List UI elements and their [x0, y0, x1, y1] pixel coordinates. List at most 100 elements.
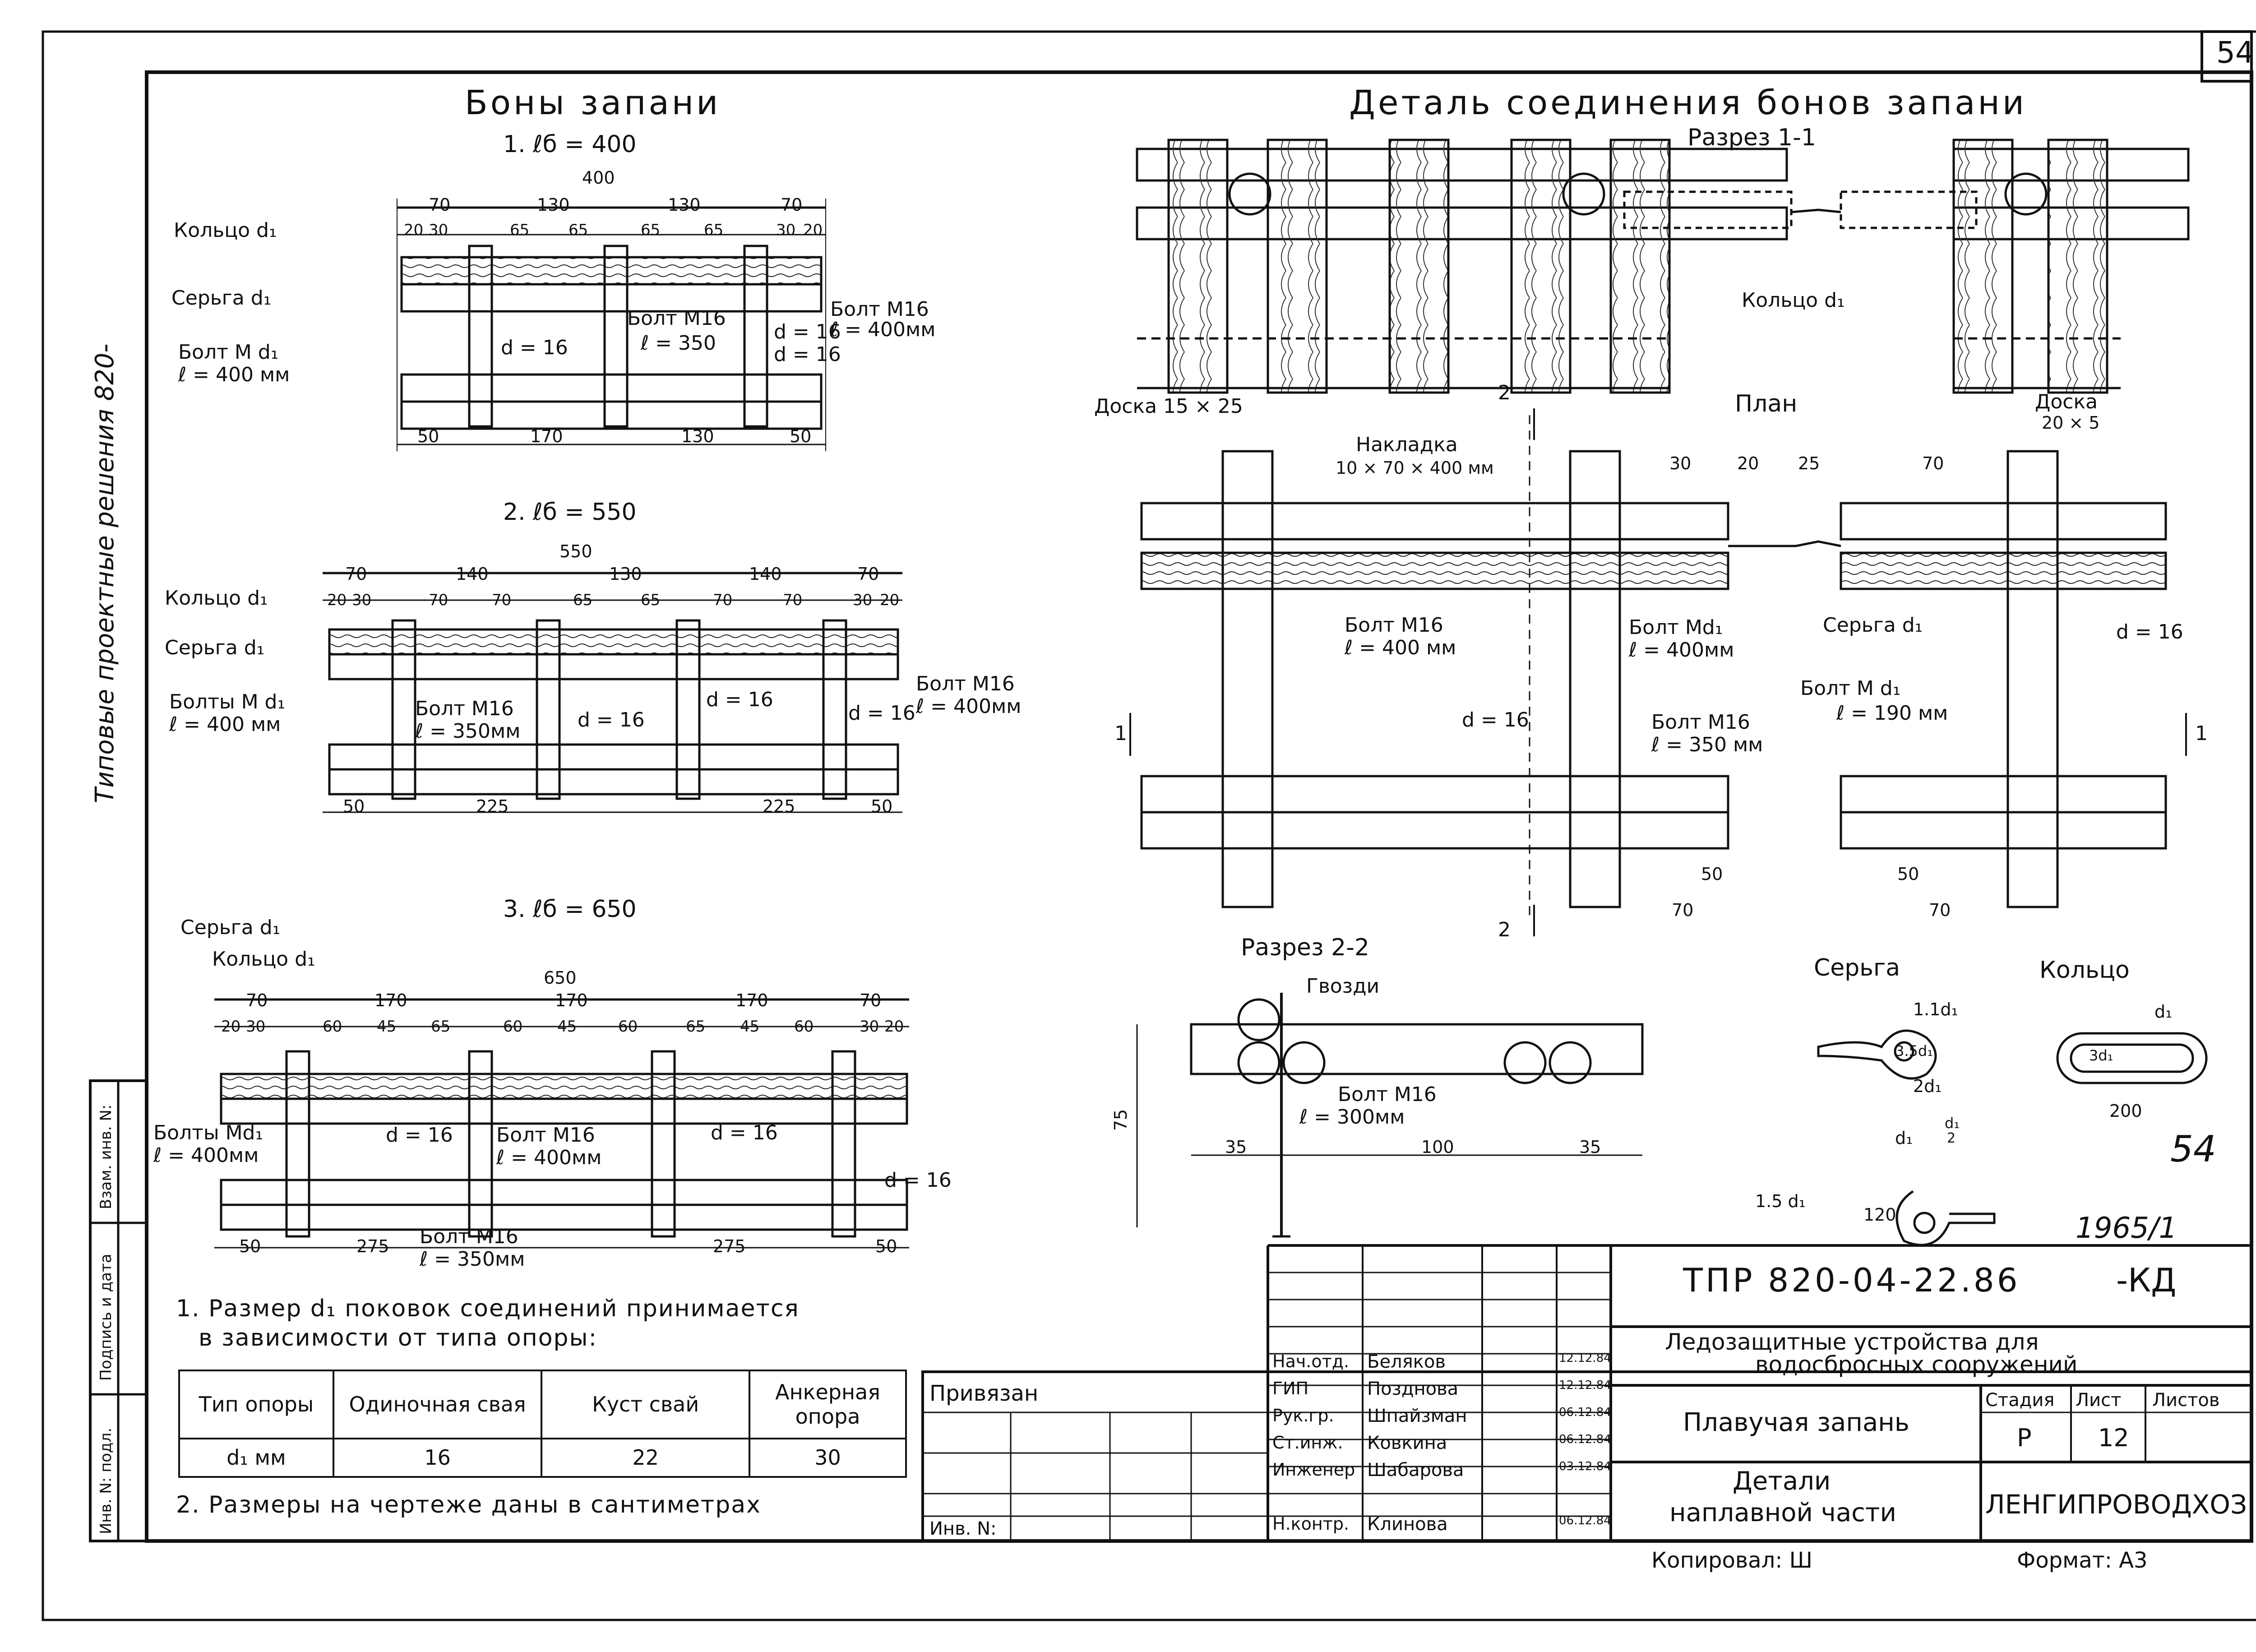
section11-board2-size: 20 × 5 — [2042, 413, 2100, 433]
project-line-1: Ледозащитные устройства для — [1665, 1329, 2039, 1355]
plan-dim-top: 30 — [1669, 453, 1692, 473]
table-cell: d₁ мм — [178, 1437, 334, 1478]
boom2-d16b: d = 16 — [706, 688, 773, 711]
boom1-bolt-m16-right-length: ℓ = 400мм — [830, 318, 936, 341]
stage-label: Стадия — [1985, 1390, 2055, 1411]
boom1-bottom-dim: 130 — [681, 426, 714, 446]
boom1-drawing — [397, 199, 826, 451]
doc-code: ТПР 820-04-22.86 — [1683, 1261, 2020, 1299]
plan-cut-mark-bottom: 2 — [1498, 918, 1511, 941]
boom3-bolts-label: Болты Мd₁ — [153, 1121, 264, 1144]
boom3-subdim: 60 — [618, 1018, 638, 1036]
bound-label: Привязан — [929, 1381, 1039, 1406]
signer-date: 03.12.84 — [1559, 1460, 1611, 1473]
ring-drawing — [2056, 1032, 2208, 1084]
sheet-number-handwritten: 54 — [2170, 1128, 2216, 1170]
table-cell: 30 — [749, 1437, 907, 1478]
boom3-subdim: 60 — [794, 1018, 814, 1036]
plan-caption: План — [1735, 390, 1798, 417]
boom1-caption: 1. ℓб = 400 — [503, 131, 637, 158]
section11-board1-label: Доска 15 × 25 — [1094, 395, 1243, 418]
stamp-original-inv: Инв. N: подл. — [97, 1427, 115, 1534]
boom3-dim: 70 — [246, 990, 268, 1010]
signer-role: Ст.инж. — [1272, 1433, 1343, 1453]
sheet-number: 54 — [2216, 35, 2254, 70]
table-header: Тип опоры — [178, 1370, 334, 1439]
plan-dim-top: 25 — [1798, 453, 1820, 473]
boom3-bottom-dim: 275 — [356, 1236, 389, 1256]
boom2-bottom-dim: 225 — [763, 796, 795, 816]
boom2-subdim: 30 — [352, 591, 372, 609]
boom3-subdim: 30 — [246, 1018, 266, 1036]
plan-dim-bottom: 70 — [1672, 900, 1694, 920]
boom1-bottom-dim: 50 — [417, 426, 439, 446]
boom2-bottom-dim: 50 — [343, 796, 365, 816]
table-cell: 22 — [541, 1437, 751, 1478]
boom2-subdim: 65 — [641, 591, 661, 609]
boom3-subdim: 60 — [323, 1018, 342, 1036]
signer-date: 06.12.84 — [1559, 1406, 1611, 1419]
earring-dim: 1.1d₁ — [1913, 1000, 1958, 1019]
boom1-dim: 130 — [537, 195, 570, 215]
ring-dim: 3d₁ — [2089, 1047, 2113, 1064]
boom1-earring-label: Серьга d₁ — [171, 287, 272, 310]
support-type-table: Тип опоры Одиночная свая Куст свай Анкер… — [178, 1370, 907, 1478]
boom2-bolt-m16-right: Болт М16 — [916, 672, 1015, 695]
boom2-total: 550 — [559, 541, 592, 561]
boom3-subdim: 45 — [557, 1018, 577, 1036]
plan-bolt-md1-length: ℓ = 400мм — [1629, 639, 1734, 662]
boom1-d16: d = 16 — [501, 336, 568, 359]
boom1-d16b: d = 16 — [774, 320, 841, 343]
format-label: Формат: А3 — [2017, 1548, 2148, 1573]
signer-date: 06.12.84 — [1559, 1514, 1611, 1527]
table-header: Куст свай — [541, 1370, 751, 1439]
sheets-label: Листов — [2152, 1390, 2220, 1411]
plan-bolt-md: Болт М d₁ — [1800, 677, 1901, 700]
plan-overlay-size: 10 × 70 × 400 мм — [1336, 458, 1494, 478]
stamp-replacement-inv: Взам. инв. N: — [97, 1104, 115, 1209]
section11-caption: Разрез 1-1 — [1687, 124, 1816, 151]
boom1-subdim: 30 — [776, 221, 796, 239]
note-1-line-1: 1. Размер d₁ поковок соединений принимае… — [176, 1295, 800, 1322]
section22-height: 75 — [1111, 1109, 1131, 1131]
boom2-dim: 70 — [857, 564, 879, 584]
section11-drawing — [1136, 139, 2190, 394]
boom3-bottom-dim: 275 — [713, 1236, 746, 1256]
copied-label: Копировал: Ш — [1651, 1548, 1812, 1573]
earring-caption: Серьга — [1814, 954, 1900, 981]
boom2-d16a: d = 16 — [578, 708, 645, 731]
boom2-earring-label: Серьга d₁ — [165, 636, 265, 659]
plan-cut-mark-right: 1 — [2195, 722, 2208, 745]
boom3-bottom-dim: 50 — [875, 1236, 897, 1256]
plan-d16: d = 16 — [1462, 708, 1529, 731]
plan-dim-top: 70 — [1922, 453, 1944, 473]
boom2-ring-label: Кольцо d₁ — [165, 587, 268, 610]
stage-value: Р — [2017, 1424, 2032, 1452]
signer-role: ГИП — [1272, 1379, 1309, 1398]
signer-name: Шабарова — [1367, 1460, 1464, 1481]
table-cell: 16 — [332, 1437, 543, 1478]
boom2-subdim: 30 — [853, 591, 873, 609]
boom2-subdim: 70 — [429, 591, 448, 609]
boom3-subdim: 45 — [377, 1018, 397, 1036]
boom1-bolt-label: Болт М d₁ — [178, 341, 279, 364]
plan-earring-label: Серьга d₁ — [1823, 614, 1923, 637]
signer-name: Позднова — [1367, 1379, 1459, 1399]
boom1-bolt-length: ℓ = 400 мм — [178, 363, 290, 386]
boom2-dim: 130 — [609, 564, 642, 584]
plan-cut-mark-left: 1 — [1114, 722, 1127, 745]
sheet-value: 12 — [2098, 1424, 2129, 1452]
signer-role: Инженер — [1272, 1460, 1355, 1480]
boom1-bottom-dim: 170 — [530, 426, 563, 446]
boom2-d16c: d = 16 — [848, 702, 915, 725]
note-2: 2. Размеры на чертеже даны в сантиметрах — [176, 1491, 761, 1518]
section22-drawing — [1136, 993, 1644, 1238]
earring-dim: d₁ — [1895, 1128, 1913, 1148]
earring-dim: 2 — [1947, 1130, 1956, 1146]
signer-name: Шпайзман — [1367, 1406, 1467, 1426]
title-block-lines — [921, 1244, 2253, 1542]
boom2-bolts-label: Болты М d₁ — [169, 690, 286, 713]
section22-dim: 35 — [1579, 1137, 1601, 1157]
earring-drawing — [1817, 1029, 1996, 1246]
